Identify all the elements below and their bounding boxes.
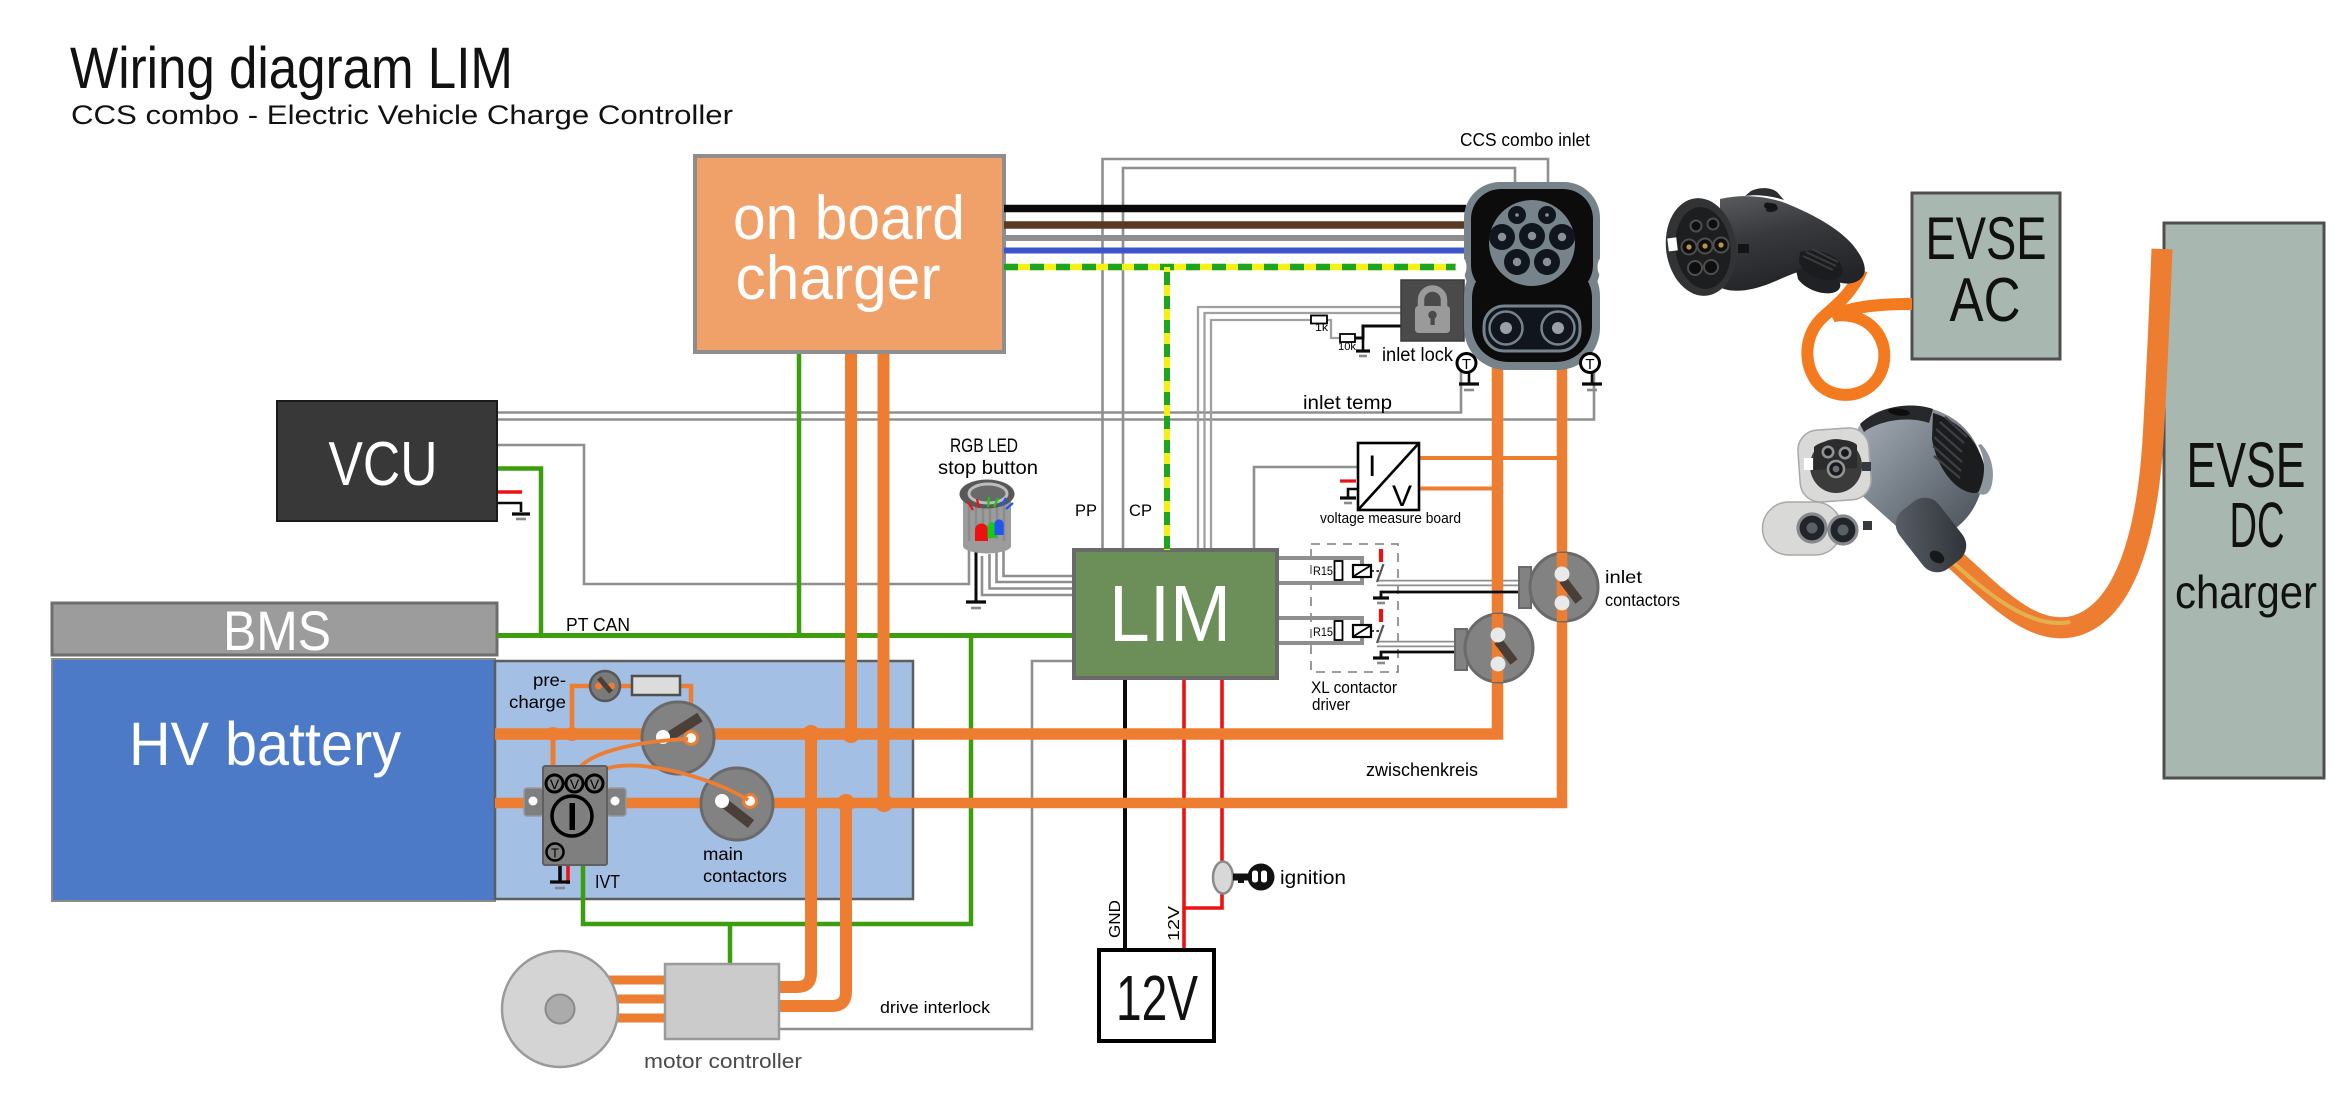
svg-text:CP: CP [1129,501,1152,520]
svg-text:contactors: contactors [1605,590,1680,610]
svg-text:XL contactor: XL contactor [1311,678,1397,697]
svg-text:CCS combo - Electric Vehicle C: CCS combo - Electric Vehicle Charge Cont… [71,100,733,130]
svg-text:VCU: VCU [329,430,438,499]
svg-text:HV battery: HV battery [129,710,401,778]
svg-text:inlet lock: inlet lock [1382,345,1453,366]
svg-text:IVT: IVT [595,872,620,892]
svg-text:GND: GND [1107,900,1124,938]
svg-text:voltage measure board: voltage measure board [1320,510,1461,527]
svg-text:main: main [703,844,743,864]
svg-text:R15: R15 [1313,627,1333,639]
svg-text:12V: 12V [1116,962,1198,1034]
svg-text:inlet: inlet [1605,567,1642,587]
svg-text:on board: on board [733,184,965,253]
svg-text:V: V [1392,480,1412,513]
svg-text:V: V [570,776,580,792]
svg-text:EVSE: EVSE [2187,429,2306,501]
svg-text:charge: charge [509,692,566,712]
svg-text:PP: PP [1075,501,1097,520]
svg-text:contactors: contactors [703,866,787,886]
svg-text:10k: 10k [1338,341,1356,353]
svg-text:drive interlock: drive interlock [880,998,991,1017]
svg-text:1k: 1k [1315,322,1329,334]
svg-text:Wiring diagram LIM: Wiring diagram LIM [70,36,513,101]
svg-text:R15: R15 [1313,566,1333,578]
svg-text:stop button: stop button [938,458,1038,479]
svg-text:zwischenkreis: zwischenkreis [1366,760,1478,780]
svg-text:driver: driver [1312,695,1350,714]
svg-text:inlet temp: inlet temp [1303,393,1392,414]
svg-text:pre-: pre- [533,670,566,690]
svg-text:T: T [1585,356,1594,373]
svg-text:motor controller: motor controller [644,1051,802,1073]
svg-text:V: V [550,776,560,792]
svg-text:EVSE: EVSE [1926,205,2047,272]
svg-text:RGB LED: RGB LED [950,436,1018,457]
svg-text:T: T [551,846,559,861]
svg-text:LIM: LIM [1109,569,1231,658]
svg-text:AC: AC [1950,266,2021,335]
svg-text:12V: 12V [1166,906,1183,941]
svg-text:V: V [590,776,600,792]
svg-text:ignition: ignition [1280,868,1346,889]
svg-text:CCS combo inlet: CCS combo inlet [1460,130,1590,150]
svg-text:charger: charger [736,244,941,313]
svg-text:I: I [1368,450,1376,483]
svg-text:PT CAN: PT CAN [566,615,630,635]
svg-text:T: T [1462,356,1471,373]
svg-text:DC: DC [2230,489,2285,561]
svg-text:BMS: BMS [223,599,331,662]
svg-text:charger: charger [2175,566,2317,618]
